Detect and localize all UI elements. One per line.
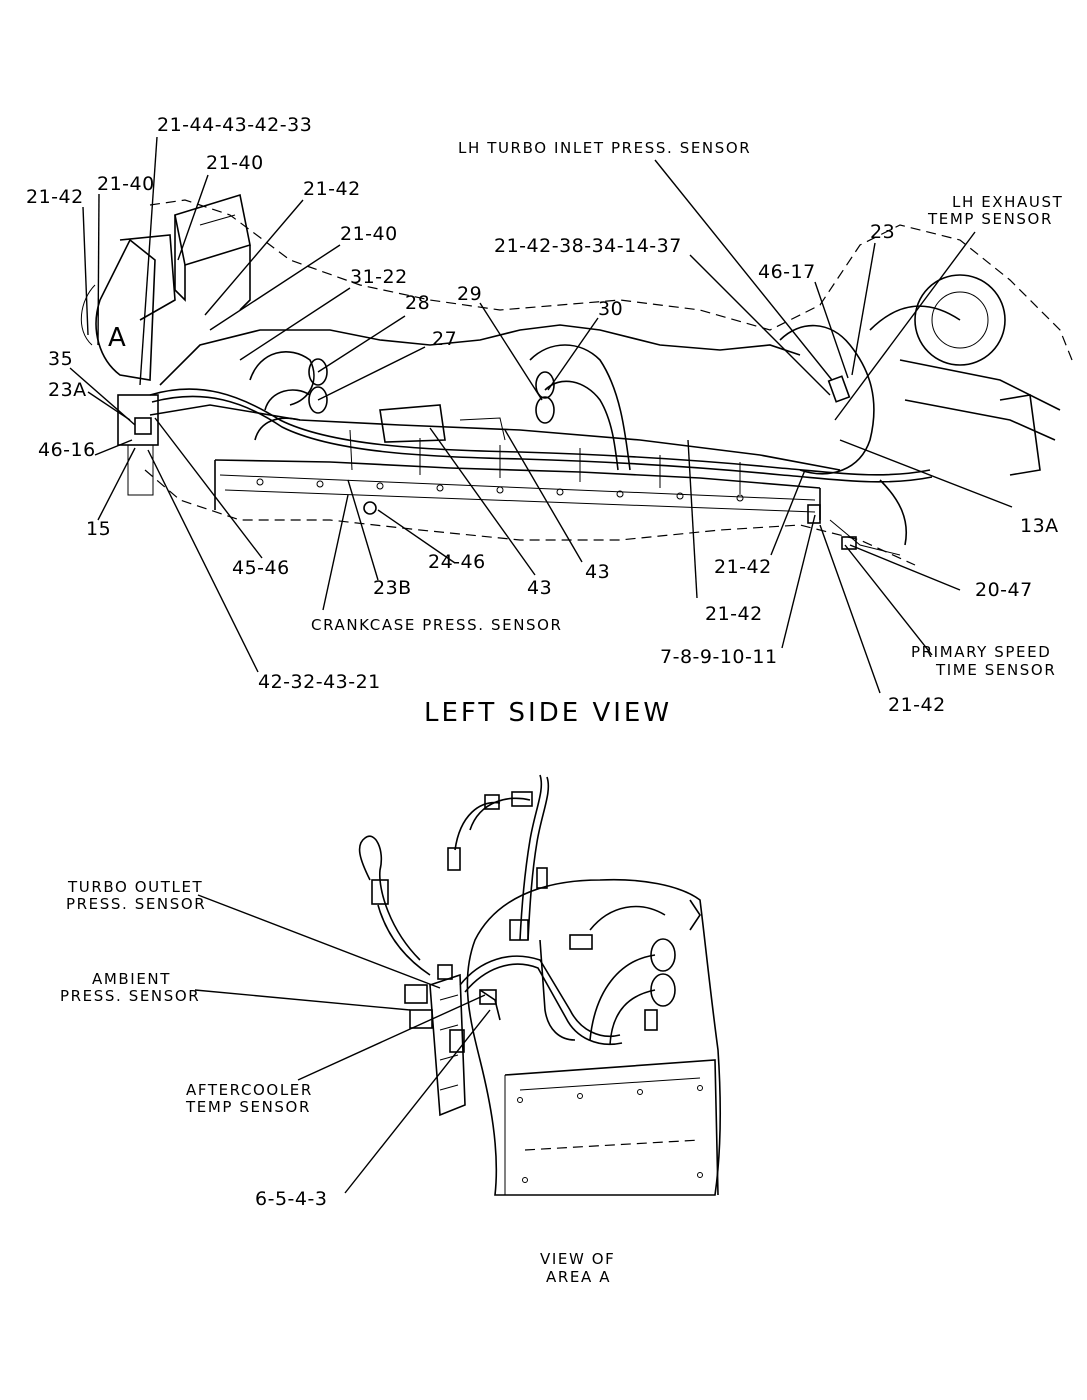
callout-29: 29: [457, 283, 483, 305]
callout-21-42-far-left: 21-42: [26, 186, 84, 208]
callout-15: 15: [86, 518, 112, 540]
label-turbo-outlet-press-sensor-line1: TURBO OUTLET: [68, 878, 204, 896]
view-of-area-a-title-line2: AREA A: [546, 1268, 612, 1286]
callout-23A: 23A: [48, 379, 87, 401]
callout-31-22: 31-22: [350, 266, 408, 288]
callout-21-40-top: 21-40: [206, 152, 264, 174]
callout-43-right: 43: [585, 561, 611, 583]
callout-21-44-43-42-33: 21-44-43-42-33: [157, 114, 313, 136]
callout-45-46: 45-46: [232, 557, 290, 579]
callout-43-left: 43: [527, 577, 553, 599]
callout-21-42-lower: 21-42: [705, 603, 763, 625]
callout-21-40-left: 21-40: [97, 173, 155, 195]
label-ambient-press-sensor-line2: PRESS. SENSOR: [60, 987, 201, 1005]
callout-13A: 13A: [1020, 515, 1059, 537]
callout-46-17: 46-17: [758, 261, 816, 283]
label-crankcase-press-sensor: CRANKCASE PRESS. SENSOR: [311, 616, 563, 634]
callout-21-42-upper: 21-42: [303, 178, 361, 200]
left-side-view-title: LEFT SIDE VIEW: [424, 698, 673, 728]
callout-35: 35: [48, 348, 74, 370]
engine-left-side-drawing: [80, 193, 1073, 566]
left-side-leader-lines: [69, 136, 1013, 694]
area-a-drawing: [358, 774, 721, 1196]
area-a-marker: A: [108, 323, 126, 353]
callout-23: 23: [870, 221, 896, 243]
callout-24-46: 24-46: [428, 551, 486, 573]
label-primary-speed-time-sensor-line2: TIME SENSOR: [936, 661, 1057, 679]
label-primary-speed-time-sensor-line1: PRIMARY SPEED: [911, 643, 1052, 661]
label-aftercooler-temp-sensor-line2: TEMP SENSOR: [186, 1098, 311, 1116]
callout-6-5-4-3: 6-5-4-3: [255, 1188, 328, 1210]
callout-23B: 23B: [373, 577, 412, 599]
view-of-area-a-title-line1: VIEW OF: [540, 1250, 616, 1268]
label-ambient-press-sensor-line1: AMBIENT: [92, 970, 171, 988]
callout-28: 28: [405, 292, 431, 314]
callout-46-16: 46-16: [38, 439, 96, 461]
callout-21-42-38-34-14-37: 21-42-38-34-14-37: [494, 235, 682, 257]
callout-7-8-9-10-11: 7-8-9-10-11: [660, 646, 778, 668]
label-turbo-outlet-press-sensor-line2: PRESS. SENSOR: [66, 895, 207, 913]
callout-21-42-bottom-right: 21-42: [888, 694, 946, 716]
callout-21-42-mid: 21-42: [714, 556, 772, 578]
area-a-leader-lines: [194, 894, 491, 1194]
callout-42-32-43-21: 42-32-43-21: [258, 671, 381, 693]
callout-21-40-upper: 21-40: [340, 223, 398, 245]
label-lh-exhaust-temp-sensor-line2: TEMP SENSOR: [928, 210, 1053, 228]
callout-30: 30: [598, 298, 624, 320]
callout-27: 27: [432, 328, 458, 350]
label-lh-turbo-inlet-press-sensor: LH TURBO INLET PRESS. SENSOR: [458, 139, 752, 157]
label-aftercooler-temp-sensor-line1: AFTERCOOLER: [186, 1081, 313, 1099]
callout-20-47: 20-47: [975, 579, 1033, 601]
label-lh-exhaust-temp-sensor-line1: LH EXHAUST: [952, 193, 1064, 211]
